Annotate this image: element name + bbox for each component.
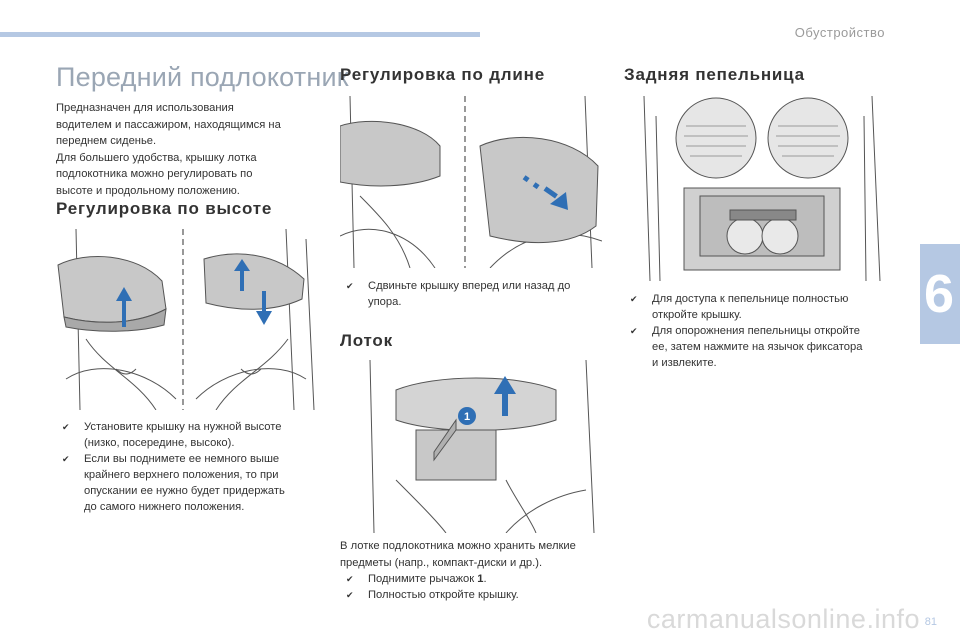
bullet-line: и извлеките. [652, 357, 717, 369]
bullet-line: опускании ее нужно будет придержать [84, 485, 285, 497]
intro-line: высоте и продольному положению. [56, 184, 240, 197]
bullet-line: Сдвиньте крышку вперед или назад до [368, 280, 571, 292]
intro-paragraph: Предназначен для использования водителем… [56, 100, 326, 199]
bullet-text: . [483, 573, 487, 585]
heading-height-adjust: Регулировка по высоте [56, 199, 273, 218]
ashtray-bullets: ✔ Для доступа к пепельнице полностью отк… [630, 291, 892, 371]
bullet-item: ✔ Поднимите рычажок 1. [346, 571, 608, 587]
page-title: Передний подлокотник [56, 62, 349, 92]
heading-tray: Лоток [340, 331, 393, 350]
bullet-line: Если вы поднимете ее немного выше [84, 453, 280, 465]
intro-line: Для большего удобства, крышку лотка [56, 151, 257, 164]
length-bullets: ✔ Сдвиньте крышку вперед или назад до уп… [346, 278, 608, 310]
checkmark-icon: ✔ [62, 454, 70, 464]
figure-length-adjust [340, 96, 602, 268]
bullet-line: ее, затем нажмите на язычок фиксатора [652, 341, 863, 353]
checkmark-icon: ✔ [630, 294, 638, 304]
bullet-line: упора. [368, 296, 402, 308]
bullet-item: ✔ Установите крышку на нужной высоте (ни… [62, 419, 324, 451]
checkmark-icon: ✔ [62, 422, 70, 432]
bullet-line: до самого нижнего положения. [84, 501, 245, 513]
tray-line: В лотке подлокотника можно хранить мелки… [340, 540, 576, 552]
bullet-line: Для доступа к пепельнице полностью [652, 293, 849, 305]
figure-ashtray [640, 96, 885, 281]
bullet-item: ✔ Сдвиньте крышку вперед или назад до уп… [346, 278, 608, 310]
tray-line: предметы (напр., компакт-диски и др.). [340, 556, 543, 569]
bullet-text: Полностью откройте крышку. [368, 589, 519, 601]
callout-number: 1 [464, 411, 470, 423]
tray-bullets: ✔ Поднимите рычажок 1. ✔ Полностью откро… [346, 571, 608, 603]
tray-paragraph: В лотке подлокотника можно хранить мелки… [340, 538, 610, 571]
bullet-item: ✔ Для доступа к пепельнице полностью отк… [630, 291, 892, 323]
figure-tray: 1 [356, 360, 606, 533]
checkmark-icon: ✔ [630, 326, 638, 336]
watermark: carmanualsonline.info [646, 604, 920, 634]
bullet-text: Поднимите рычажок [368, 573, 478, 585]
page-number: 81 [924, 616, 937, 628]
bullet-line: откройте крышку. [652, 309, 742, 321]
bullet-item: ✔ Полностью откройте крышку. [346, 587, 608, 603]
bullet-line: (низко, посередине, высоко). [84, 437, 235, 449]
chapter-tab: 6 [920, 244, 960, 344]
intro-line: Предназначен для использования [56, 102, 234, 114]
top-accent-bar [0, 32, 480, 37]
section-label: Обустройство [794, 25, 885, 40]
height-bullets: ✔ Установите крышку на нужной высоте (ни… [62, 419, 324, 515]
checkmark-icon: ✔ [346, 590, 354, 600]
heading-length-adjust: Регулировка по длине [340, 65, 545, 84]
bullet-item: ✔ Если вы поднимете ее немного выше край… [62, 451, 324, 515]
bullet-bold: 1 [477, 573, 484, 585]
checkmark-icon: ✔ [346, 574, 354, 584]
intro-line: водителем и пассажиром, находящимся на [56, 118, 281, 131]
bullet-item: ✔ Для опорожнения пепельницы откройте ее… [630, 323, 892, 371]
bullet-line: Для опорожнения пепельницы откройте [652, 325, 861, 337]
bullet-line: крайнего верхнего положения, то при [84, 469, 279, 481]
intro-line: переднем сиденье. [56, 135, 157, 147]
figure-height-adjust [56, 229, 318, 410]
checkmark-icon: ✔ [346, 281, 354, 291]
intro-line: подлокотника можно регулировать по [56, 168, 253, 180]
bullet-line: Установите крышку на нужной высоте [84, 421, 282, 433]
heading-ashtray: Задняя пепельница [624, 65, 805, 84]
